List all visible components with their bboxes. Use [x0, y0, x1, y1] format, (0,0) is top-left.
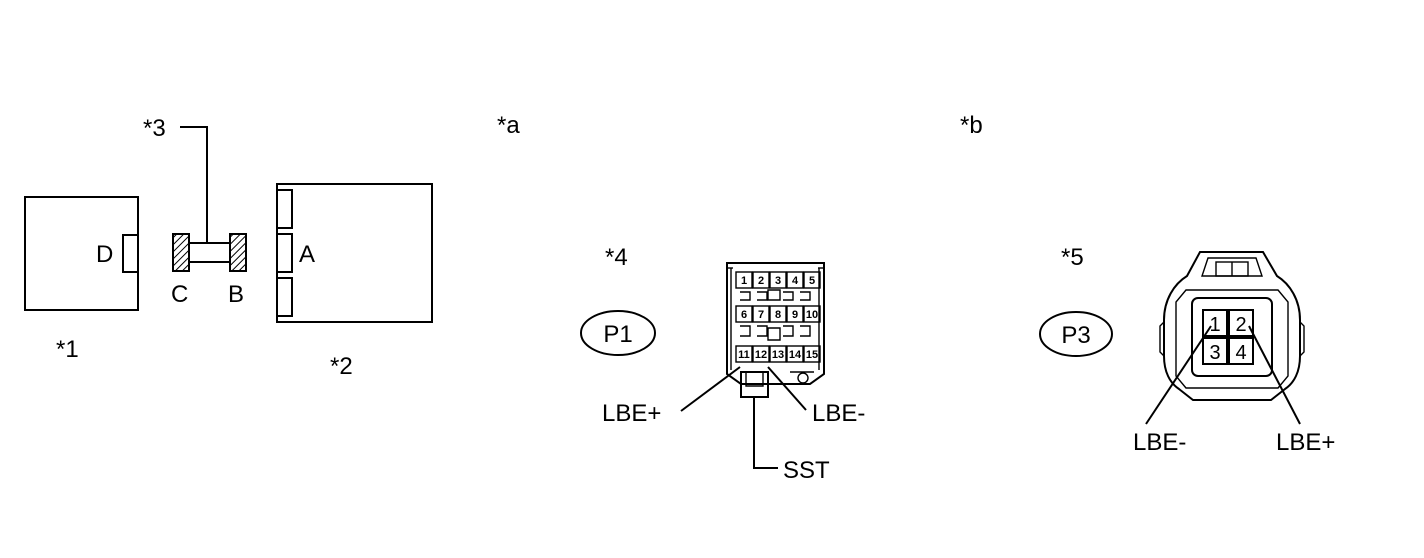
p3-pin-3: 3 — [1209, 342, 1220, 364]
p1-latch — [783, 325, 794, 337]
component-2: A *2 — [276, 183, 433, 380]
p1-latch — [800, 291, 811, 301]
p3-lbe-plus-label: LBE+ — [1276, 429, 1335, 456]
p1-pin-cavity — [786, 271, 804, 289]
callout-1: *1 — [56, 336, 79, 363]
p1-latch — [757, 325, 768, 337]
p1-badge-label: P1 — [603, 321, 632, 348]
p1-pin-cavity — [752, 271, 770, 289]
p1-pin-1: 1 — [741, 275, 747, 287]
p1-pin-cavity — [786, 305, 804, 323]
p1-latch — [740, 325, 751, 337]
callout-2: *2 — [330, 353, 353, 380]
p1-pin-cavity — [769, 345, 787, 363]
p1-pin-6: 6 — [741, 309, 747, 321]
p1-pin-3: 3 — [775, 275, 781, 287]
p1-latch — [783, 291, 794, 301]
p1-pin-cavity — [735, 305, 753, 323]
p3-connector: 1 2 3 4 LBE- LBE+ — [1133, 251, 1335, 456]
p1-lbe-minus-label: LBE- — [812, 400, 865, 427]
p3-badge: P3 — [1039, 311, 1113, 357]
p1-pin-11: 11 — [738, 349, 750, 361]
p1-pin-cavity — [803, 345, 821, 363]
connector-a-label: A — [299, 241, 315, 268]
p1-pin-cavity — [769, 305, 787, 323]
p1-pin-12: 12 — [755, 349, 767, 361]
p3-pin-2: 2 — [1235, 314, 1246, 336]
p1-pin-8: 8 — [775, 309, 781, 321]
callout-4: *4 — [605, 244, 628, 271]
p1-pin-2: 2 — [758, 275, 764, 287]
p1-latch — [800, 325, 811, 337]
p1-pin-15: 15 — [806, 349, 818, 361]
p1-latch — [767, 327, 781, 341]
p1-pin-7: 7 — [758, 309, 764, 321]
p1-pin-cavity — [803, 271, 821, 289]
callout-a: *a — [497, 112, 520, 139]
p1-sst-label: SST — [783, 457, 830, 484]
p1-pin-9: 9 — [792, 309, 798, 321]
p1-latch — [740, 291, 751, 301]
callout-3: *3 — [143, 115, 166, 142]
p1-lbe-plus-label: LBE+ — [602, 400, 661, 427]
p1-pin-cavity — [735, 271, 753, 289]
connector-c-label: C — [171, 281, 188, 308]
connector-b-label: B — [228, 281, 244, 308]
jumper-wire-3: *3 C B — [143, 115, 247, 308]
connector-b-plug — [229, 233, 247, 272]
p3-badge-label: P3 — [1061, 322, 1090, 349]
p3-pin-1: 1 — [1209, 314, 1220, 336]
p1-latch — [767, 289, 781, 301]
p3-lbe-minus-label: LBE- — [1133, 429, 1186, 456]
callout-b: *b — [960, 112, 983, 139]
p1-pin-5: 5 — [809, 275, 815, 287]
p1-pin-14: 14 — [789, 349, 802, 361]
p1-badge: P1 — [580, 310, 656, 356]
p1-pin-cavity — [752, 305, 770, 323]
connector-d-label: D — [96, 241, 113, 268]
component-1: D *1 — [24, 196, 139, 363]
p1-pin-cavity — [786, 345, 804, 363]
callout-5: *5 — [1061, 244, 1084, 271]
p1-pin-cavity — [803, 305, 821, 323]
p3-pin-4: 4 — [1235, 342, 1246, 364]
connector-c-plug — [172, 233, 190, 272]
p1-pin-13: 13 — [772, 349, 784, 361]
p1-pin-cavity — [752, 345, 770, 363]
p1-latch — [757, 291, 768, 301]
p1-pin-cavity — [735, 345, 753, 363]
p1-pin-4: 4 — [792, 275, 799, 287]
p1-pin-10: 10 — [806, 309, 818, 321]
p1-pin-cavity — [769, 271, 787, 289]
